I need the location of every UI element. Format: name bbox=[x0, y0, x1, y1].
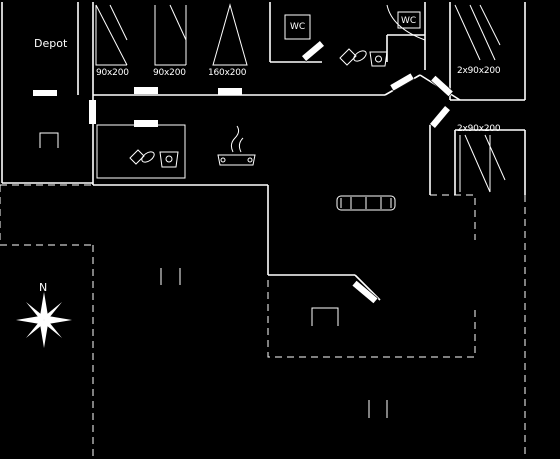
bed-label-2: 90x200 bbox=[153, 68, 186, 78]
sink-icon bbox=[369, 51, 388, 67]
door-swings bbox=[386, 4, 426, 41]
compass-rose-icon bbox=[16, 292, 72, 348]
windows bbox=[33, 87, 242, 127]
wc-label-1: WC bbox=[290, 22, 305, 32]
toilet-icon bbox=[129, 149, 155, 165]
bed-label-4: 2x90x200 bbox=[457, 66, 501, 76]
walls bbox=[1, 2, 526, 301]
bed-label-1: 90x200 bbox=[96, 68, 129, 78]
sofa-icon bbox=[336, 195, 396, 211]
wc-label-2: WC bbox=[401, 16, 416, 26]
wc-fixture bbox=[284, 11, 421, 40]
sink-icon bbox=[159, 151, 179, 168]
bed-symbols bbox=[95, 3, 506, 193]
terrace-outline bbox=[0, 184, 526, 459]
bed-label-5: 2x90x200 bbox=[457, 124, 501, 134]
toilet-icon bbox=[339, 48, 367, 66]
compass-north-label: N bbox=[39, 281, 47, 294]
room-label-depot: Depot bbox=[34, 37, 68, 50]
doors bbox=[301, 40, 454, 305]
markers bbox=[39, 132, 388, 418]
bed-label-3: 160x200 bbox=[208, 68, 247, 78]
stove-icon bbox=[217, 125, 256, 166]
